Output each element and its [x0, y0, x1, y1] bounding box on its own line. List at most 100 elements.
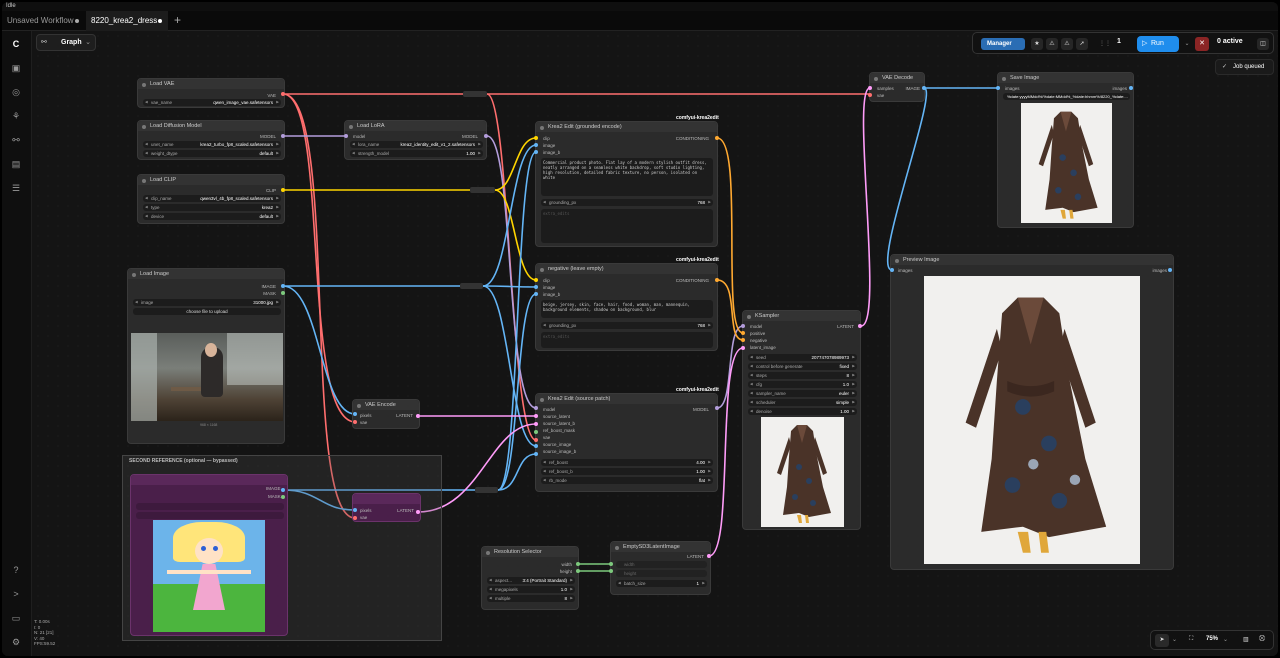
clear-icon[interactable]: ⚠	[1061, 38, 1073, 50]
node-header[interactable]	[870, 73, 924, 83]
manager-button[interactable]: Manager	[981, 38, 1025, 50]
run-dropdown-chevron-icon[interactable]: ⌄	[1184, 41, 1190, 47]
node-collapse-dot[interactable]	[142, 179, 146, 183]
cancel-run-button[interactable]: ✕	[1195, 37, 1209, 51]
comfy-logo-icon[interactable]: C	[12, 39, 20, 49]
extra-edits-textarea[interactable]: extra_edits	[541, 209, 713, 243]
drag-handle-icon[interactable]: ⋮⋮	[1099, 41, 1111, 47]
graph-mode-toggle[interactable]: ⚯ Graph ⌄	[36, 34, 96, 51]
empty-sd3-latent-node[interactable]: EmptySD3LatentImage LATENT width height …	[610, 541, 711, 595]
link-visibility-icon[interactable]: ⛒	[1259, 636, 1266, 642]
ref-boost-b-widget[interactable]: ref_boost_b1.00	[541, 468, 713, 475]
nodes-library-icon[interactable]: ⚘	[11, 111, 21, 121]
queue-count-stepper[interactable]: 1	[1117, 38, 1121, 45]
node-header[interactable]	[138, 175, 284, 185]
queue-icon[interactable]: ☰	[11, 183, 21, 193]
node-header[interactable]	[353, 494, 420, 504]
node-header[interactable]	[345, 121, 486, 131]
node-header[interactable]	[353, 400, 419, 410]
width-input[interactable]: width	[616, 561, 707, 568]
prompt-textarea[interactable]: Commercial product photo. Flat lay of a …	[541, 158, 713, 196]
tab-unsaved-workflow[interactable]: Unsaved Workflow	[2, 11, 85, 31]
node-header[interactable]	[536, 394, 717, 404]
terminal-icon[interactable]: >	[13, 589, 19, 599]
unet-name-widget[interactable]: unet_namekrea2_turbo_fp8_scaled.safetens…	[143, 141, 281, 148]
minimap-icon[interactable]: ▥	[1243, 637, 1249, 643]
load-diffusion-model-node[interactable]: Load Diffusion Model MODEL unet_namekrea…	[137, 120, 285, 160]
node-header[interactable]	[138, 79, 284, 89]
pointer-mode-icon[interactable]: ➤	[1155, 634, 1169, 647]
node-collapse-dot[interactable]	[747, 315, 751, 319]
images-icon[interactable]: ▣	[11, 63, 21, 73]
templates-icon[interactable]: ▤	[11, 159, 21, 169]
node-header[interactable]	[482, 547, 578, 557]
share-icon[interactable]: ➚	[1076, 38, 1088, 50]
lora-name-widget[interactable]: lora_namekrea2_identity_edit_v1_2.safete…	[350, 141, 483, 148]
node-header[interactable]	[138, 121, 284, 131]
broom-icon[interactable]: ⚠	[1046, 38, 1058, 50]
node-header[interactable]	[611, 542, 710, 552]
ksampler-node[interactable]: KSampler model positive negative latent_…	[742, 310, 861, 530]
vae-decode-node[interactable]: VAE Decode samples vae IMAGE	[869, 72, 925, 102]
load-vae-node[interactable]: Load VAE VAE vae_nameqwen_image_vae.safe…	[137, 78, 285, 108]
load-image-b-node-bypassed[interactable]	[130, 474, 288, 636]
krea2-edit-encode-node[interactable]: Krea2 Edit (grounded encode) clip image …	[535, 121, 718, 247]
height-input[interactable]: height	[616, 570, 707, 577]
node-collapse-dot[interactable]	[357, 404, 361, 408]
panel-toggle-icon[interactable]: ◫	[1257, 38, 1269, 50]
clip-name-widget[interactable]: clip_nameqwen3vl_4b_fp8_scaled.safetenso…	[143, 195, 281, 202]
krea2-source-patch-node[interactable]: Krea2 Edit (source patch) model source_l…	[535, 393, 718, 492]
node-header[interactable]	[536, 122, 717, 132]
negative-prompt-textarea[interactable]: beige, jersey, skin, face, hair, food, w…	[541, 300, 713, 318]
save-image-node[interactable]: Save Image images images %date:yyyyMMdd%…	[997, 72, 1134, 228]
node-collapse-dot[interactable]	[874, 77, 878, 81]
node-collapse-dot[interactable]	[1002, 77, 1006, 81]
node-header[interactable]	[998, 73, 1133, 83]
tab-8220-krea2-dress[interactable]: 8220_krea2_dress	[86, 11, 168, 31]
chevron-down-icon[interactable]: ⌄	[1172, 637, 1178, 643]
node-collapse-dot[interactable]	[540, 398, 544, 402]
node-collapse-dot[interactable]	[486, 551, 490, 555]
vae-encode-node[interactable]: VAE Encode pixels vae LATENT	[352, 399, 420, 429]
fit-view-icon[interactable]: ⛶	[1189, 636, 1194, 642]
upload-button[interactable]	[136, 512, 284, 519]
negative-prompt-node[interactable]: negative (leave empty) clip image image_…	[535, 263, 718, 351]
upload-button[interactable]: choose file to upload	[133, 308, 281, 315]
image-file-widget[interactable]	[136, 503, 284, 510]
node-collapse-dot[interactable]	[615, 546, 619, 550]
models-icon[interactable]: ◎	[12, 87, 20, 97]
node-collapse-dot[interactable]	[142, 125, 146, 129]
node-collapse-dot[interactable]	[540, 126, 544, 130]
node-collapse-dot[interactable]	[540, 268, 544, 272]
node-collapse-dot[interactable]	[132, 273, 136, 277]
node-collapse-dot[interactable]	[895, 259, 899, 263]
load-lora-node[interactable]: Load LoRA model MODEL lora_namekrea2_ide…	[344, 120, 487, 160]
chevron-down-icon[interactable]: ⌄	[1223, 637, 1229, 643]
star-icon[interactable]: ★	[1031, 38, 1043, 50]
active-jobs-label[interactable]: 0 active	[1217, 38, 1243, 45]
workflows-icon[interactable]: ⚯	[12, 135, 20, 145]
node-collapse-dot[interactable]	[142, 83, 146, 87]
load-clip-node[interactable]: Load CLIP CLIP clip_nameqwen3vl_4b_fp8_s…	[137, 174, 285, 224]
aspect-ratio-widget[interactable]: aspect...3:4 (Portrait Standard)	[487, 577, 575, 584]
bottom-panel-icon[interactable]: ▭	[11, 613, 21, 623]
node-header[interactable]	[743, 311, 860, 321]
